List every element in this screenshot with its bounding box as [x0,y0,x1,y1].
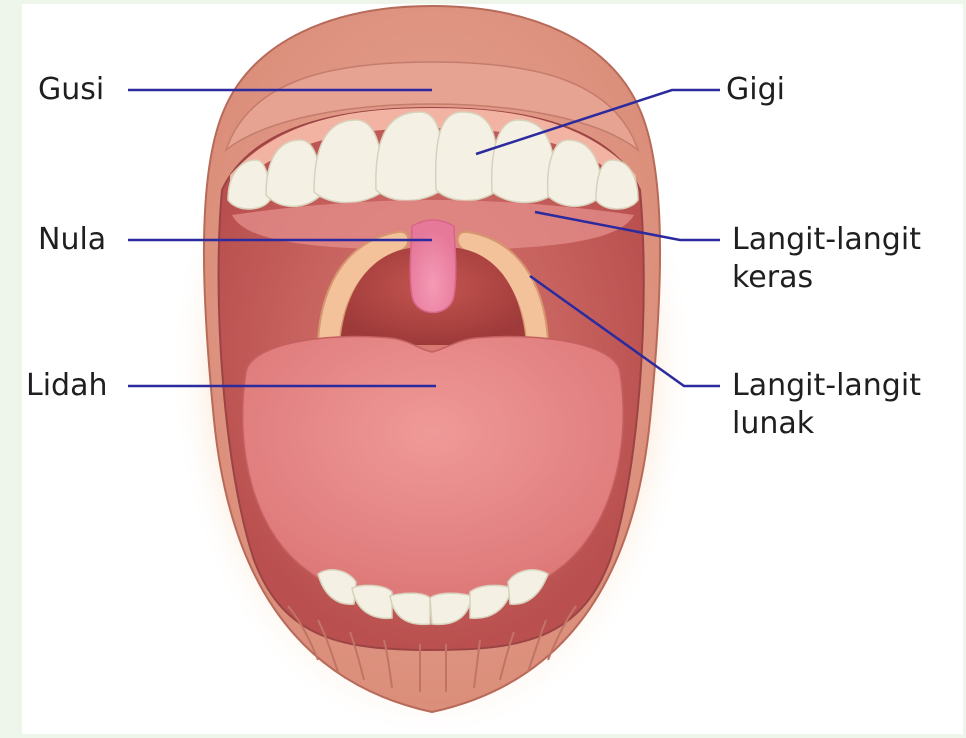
label-langit-langit-lunak-line2: lunak [732,405,814,443]
label-gusi: Gusi [38,71,104,109]
label-langit-langit-lunak-line1: Langit-langit [732,367,921,405]
label-nula: Nula [38,221,106,259]
label-lidah: Lidah [26,367,108,405]
uvula [410,220,456,313]
label-langit-langit-keras-line2: keras [732,259,813,297]
label-gigi: Gigi [726,71,785,109]
label-langit-langit-keras-line1: Langit-langit [732,221,921,259]
